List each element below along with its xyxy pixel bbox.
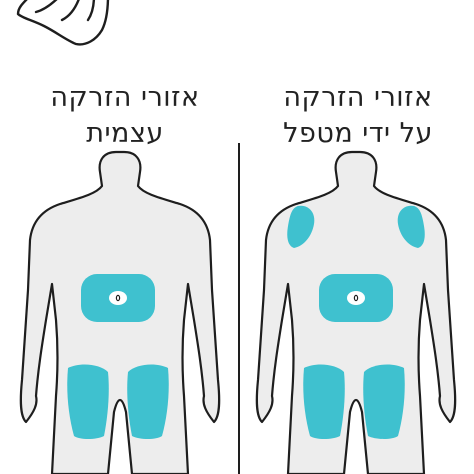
caption-line-1: אזורי הזרקה [15,80,235,116]
body-figure-self [21,152,219,474]
caption-line-1: אזורי הזרקה [248,80,468,116]
zone-right-thigh [363,365,405,439]
hand-icon [18,0,108,44]
caption-line-2: על ידי מטפל [248,116,468,152]
zone-right-thigh [127,365,169,439]
navel-icon [347,291,365,305]
caption-line-2: עצמית [15,116,235,152]
body-figure-caregiver [257,152,455,474]
caption-self-injection: אזורי הזרקה עצמית [15,80,235,152]
zone-left-thigh [67,365,109,439]
zone-left-thigh [303,365,345,439]
navel-icon [109,291,127,305]
caption-caregiver-injection: אזורי הזרקה על ידי מטפל [248,80,468,152]
